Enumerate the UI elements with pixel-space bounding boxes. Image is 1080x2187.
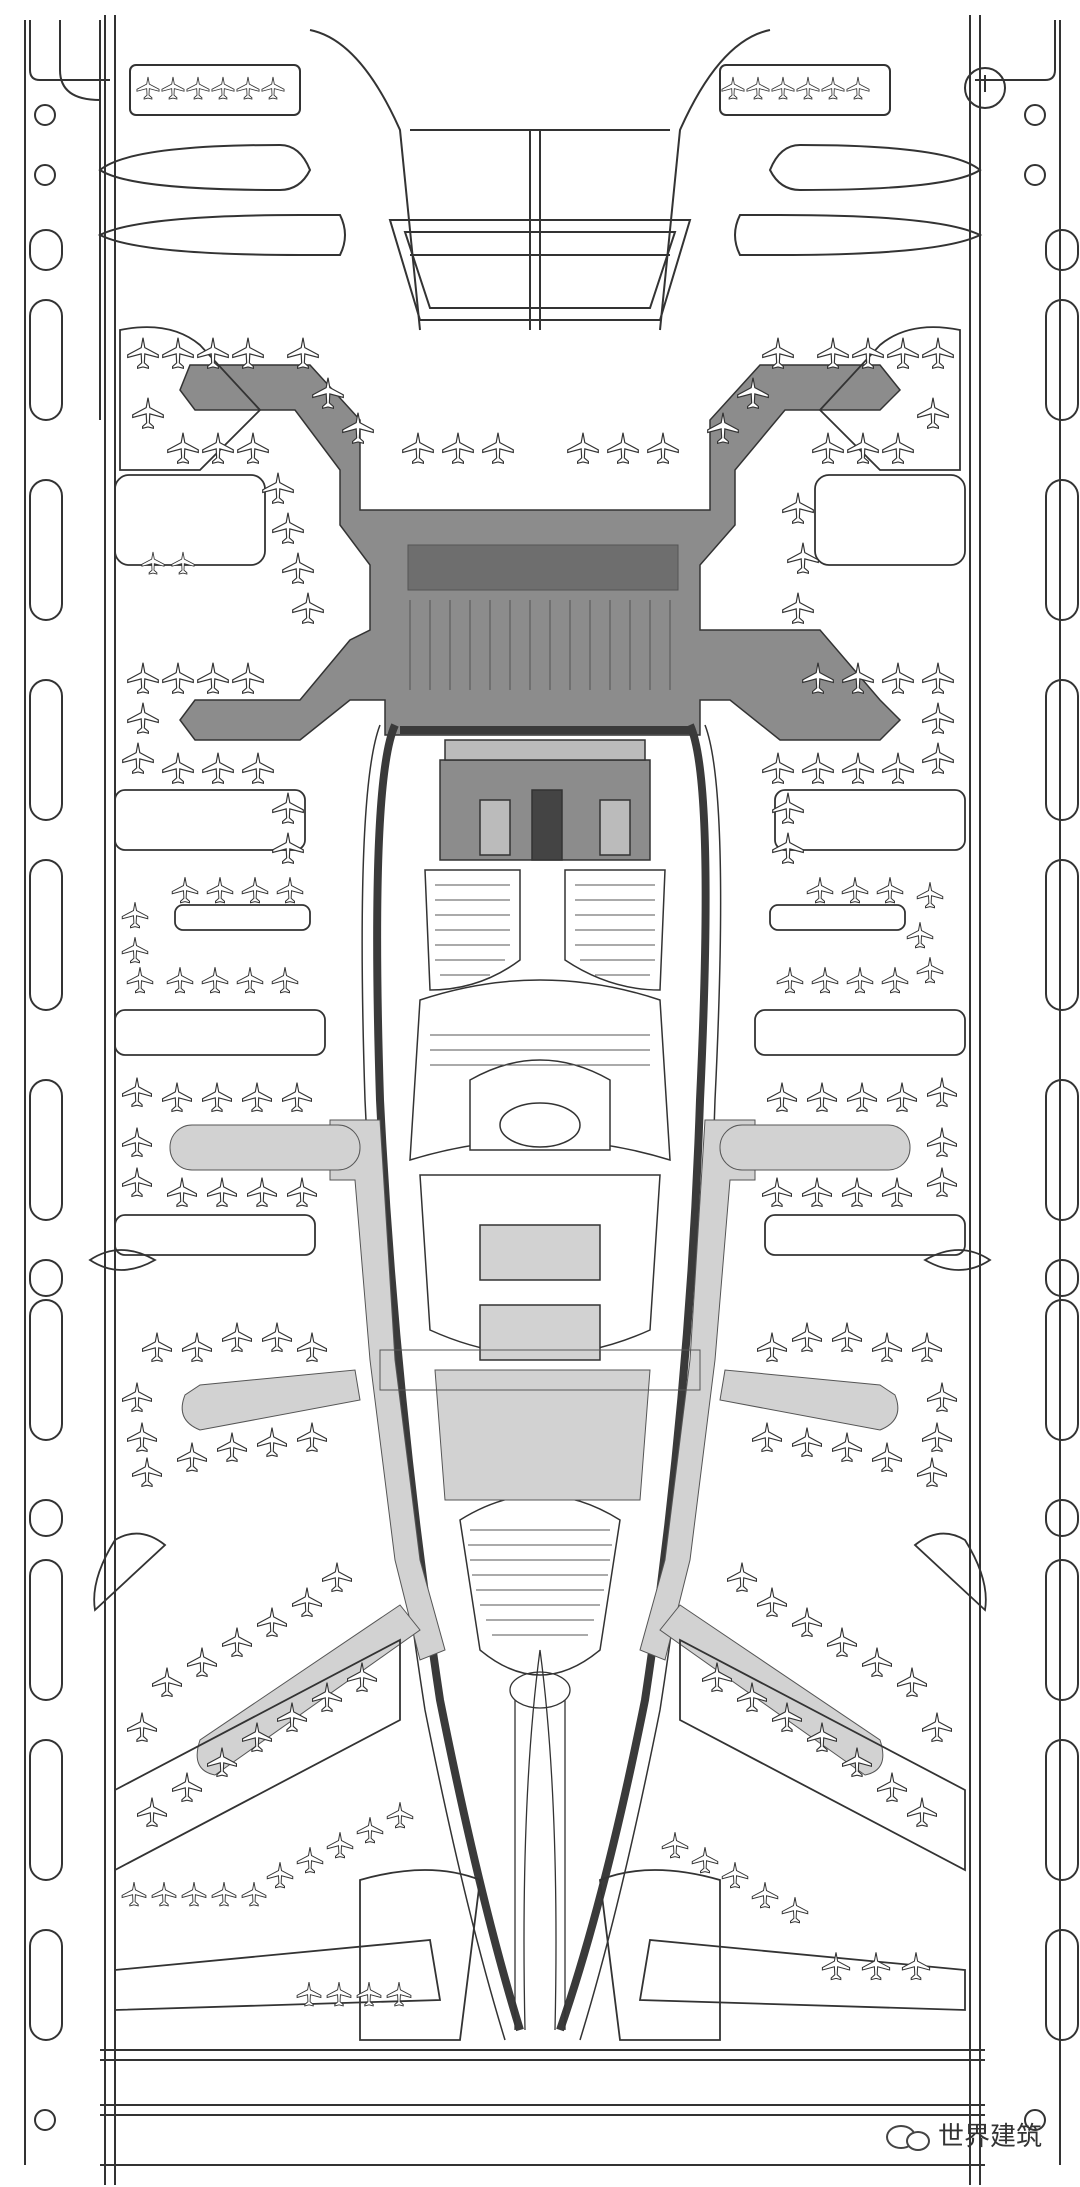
north-aprons <box>59 20 983 420</box>
parking-structures <box>409 869 671 1676</box>
ground-transport-center <box>439 739 651 861</box>
landside-road <box>373 723 710 2032</box>
wechat-icon <box>885 2121 930 2151</box>
terminal-roof-detail <box>407 544 679 690</box>
watermark: 世界建筑 <box>885 2116 1042 2153</box>
stand-bays <box>88 326 992 2041</box>
central-boulevard <box>509 1649 571 2031</box>
runway-ovals <box>29 67 1079 2131</box>
parking-stalls <box>430 884 655 1636</box>
central-concourse <box>329 1119 756 1661</box>
watermark-text: 世界建筑 <box>937 2122 1042 2152</box>
site-boundary <box>24 15 1061 2185</box>
piers <box>169 1124 911 1776</box>
